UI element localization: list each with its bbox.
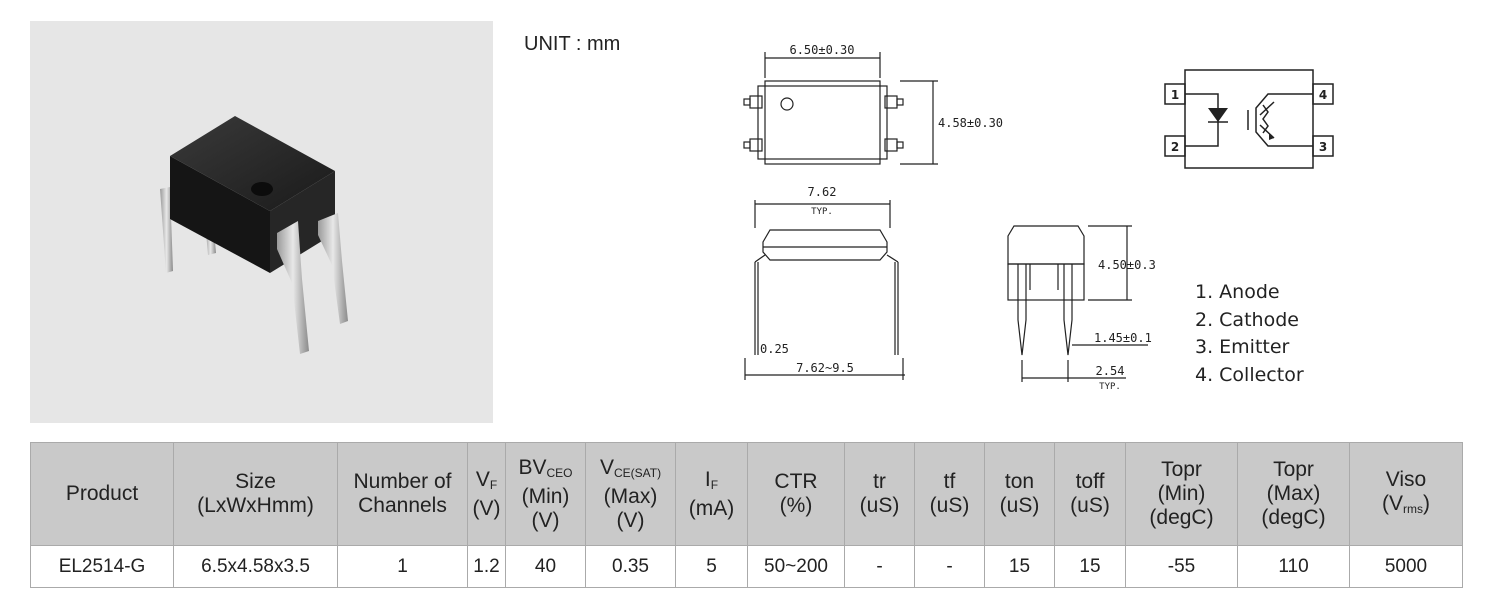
cell-vcesat: 0.35 [585,545,676,588]
header-product: Product [30,442,174,546]
cell-topr-max: 110 [1237,545,1350,588]
cell-toff: 15 [1054,545,1126,588]
spec-table: Product Size (LxWxHmm) Number of Channel… [30,442,1463,588]
end-view-body [1007,225,1085,265]
header-size: Size (LxWxHmm) [173,442,338,546]
side-view-body [762,229,888,261]
lead-offset-dim: 1.45±0.1 [1094,331,1152,345]
pin-legend: 1. Anode 2. Cathode 3. Emitter 4. Collec… [1195,279,1304,389]
pin-legend-item: 1. Anode [1195,281,1280,303]
pin-legend-item: 4. Collector [1195,363,1304,386]
header-toff: toff (uS) [1054,442,1126,546]
pin-4-label: 4 [1319,88,1327,102]
header-vf: VF (V) [467,442,506,546]
pitch-note: TYP. [1099,382,1121,392]
header-topr-max: Topr (Max) (degC) [1237,442,1350,546]
package-dimension-drawing: 6.50±0.30 4.58±0.30 7.62 TYP. 0.25 7.62~… [743,43,1156,392]
optocoupler-image [160,116,348,354]
side-width-dim: 7.62 [808,185,837,199]
header-topr-min: Topr (Min) (degC) [1125,442,1238,546]
header-if: IF (mA) [675,442,748,546]
header-tf: tf (uS) [914,442,985,546]
pin-legend-item: 2. Cathode [1195,308,1299,331]
top-view-body [764,80,881,165]
header-ton: ton (uS) [984,442,1055,546]
cell-bvceo: 40 [505,545,586,588]
header-channels: Number of Channels [337,442,468,546]
cell-channels: 1 [337,545,468,588]
cell-vf: 1.2 [467,545,506,588]
header-bvceo: BVCEO (Min) (V) [505,442,586,546]
product-photo [30,21,493,423]
cell-ton: 15 [984,545,1055,588]
pin-3-label: 3 [1319,140,1327,154]
header-vcesat: VCE(SAT) (Max) (V) [585,442,676,546]
cell-size: 6.5x4.58x3.5 [173,545,338,588]
pitch-dim: 2.54 [1096,364,1125,378]
cell-tf: - [914,545,985,588]
cell-tr: - [844,545,915,588]
cell-viso: 5000 [1349,545,1463,588]
cell-product: EL2514-G [30,545,174,588]
lead-span-dim: 7.62~9.5 [796,361,854,375]
header-viso: Viso (Vrms) [1349,442,1463,546]
internal-schematic: 1 2 3 4 [1164,69,1334,169]
cell-topr-min: -55 [1125,545,1238,588]
header-ctr: CTR (%) [747,442,845,546]
cell-if: 5 [675,545,748,588]
end-height-dim: 4.50±0.3 [1098,258,1156,272]
pin-legend-item: 3. Emitter [1195,336,1290,358]
cell-ctr: 50~200 [747,545,845,588]
top-height-dim: 4.58±0.30 [938,116,1003,130]
table-row: EL2514-G 6.5x4.58x3.5 1 1.2 40 0.35 5 50… [30,545,1463,588]
top-width-dim: 6.50±0.30 [789,43,854,57]
unit-label: UNIT : mm [524,33,621,55]
lead-thickness-dim: 0.25 [760,342,789,356]
pin-2-label: 2 [1171,140,1179,154]
table-header-row: Product Size (LxWxHmm) Number of Channel… [30,442,1463,546]
header-tr: tr (uS) [844,442,915,546]
side-width-note: TYP. [811,207,833,217]
pin-1-label: 1 [1171,88,1179,102]
